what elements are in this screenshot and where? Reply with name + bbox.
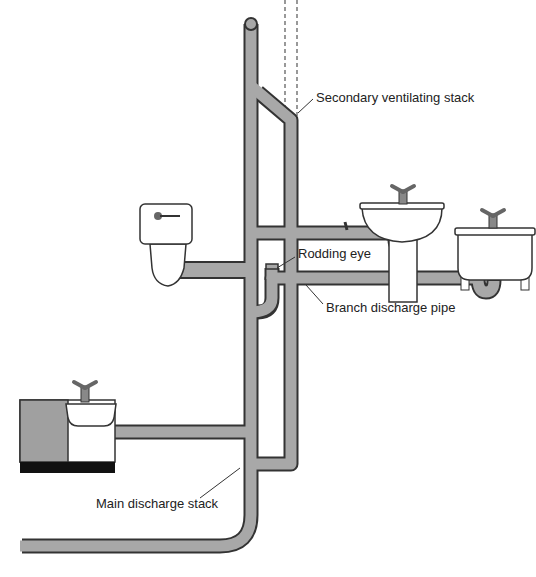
leader-line (298, 99, 313, 113)
overflow-stub (345, 222, 347, 230)
wc-bowl (150, 244, 186, 286)
leader-lines (200, 99, 323, 498)
tap-handle (493, 210, 504, 216)
callout-label: Branch discharge pipe (326, 300, 455, 315)
rodding-eye (267, 269, 278, 279)
basin-pedestal (389, 238, 417, 302)
cabinet-plinth (20, 462, 115, 473)
tap-handle (403, 186, 414, 192)
leader-line (277, 257, 295, 268)
callout-label: Rodding eye (298, 246, 371, 261)
sink-bowl (66, 404, 116, 426)
leader-line (306, 285, 323, 304)
tap-handle (85, 382, 96, 388)
flush-lever (160, 215, 180, 217)
main-stack (20, 26, 251, 546)
rodding-eye-outline (265, 268, 280, 280)
vent-dashed-line (284, 0, 285, 118)
wc-cistern (140, 204, 192, 244)
vent-dashed-line (296, 0, 297, 118)
sink-waste (92, 425, 251, 447)
cabinet-door (20, 400, 68, 462)
pipe-fills (20, 26, 494, 546)
basin-bowl (362, 208, 442, 242)
bath-tub (458, 234, 532, 280)
rodding-eye-cap (266, 264, 278, 269)
leader-line (200, 468, 240, 498)
sink-cabinet (20, 400, 115, 462)
stack-cap (245, 18, 257, 30)
bath-rim (455, 228, 535, 235)
callout-label: Main discharge stack (96, 496, 218, 511)
callout-label: Secondary ventilating stack (316, 90, 474, 105)
